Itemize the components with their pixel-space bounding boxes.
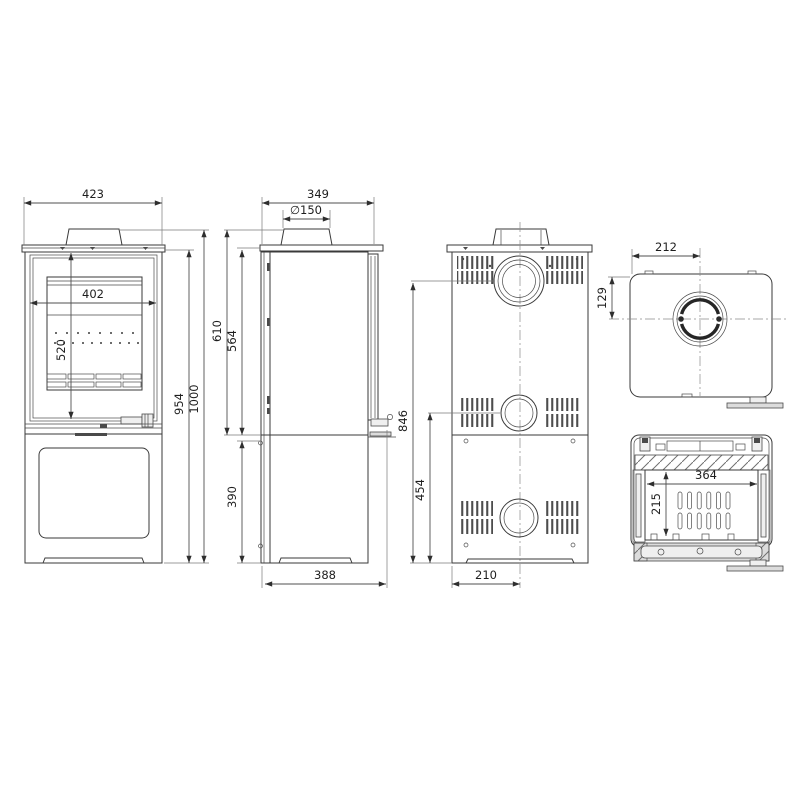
dim-front-door-height: 520 <box>54 252 74 420</box>
dim-label-520: 520 <box>54 339 68 361</box>
dim-label-129: 129 <box>595 287 609 309</box>
base-panel <box>38 447 150 539</box>
dim-top-flue-from-left: 212 <box>631 240 701 259</box>
dim-label-564: 564 <box>225 330 239 352</box>
side-view <box>258 228 396 564</box>
stove-body <box>24 251 163 564</box>
door-frame <box>29 254 158 422</box>
dim-label-1000: 1000 <box>187 384 201 413</box>
dim-side-overall-depth: 388 <box>264 568 387 587</box>
base-outlet <box>499 498 539 538</box>
dim-side-stove-height: 564 <box>225 249 245 436</box>
dim-label-423: 423 <box>82 187 104 201</box>
plinth-recess-back <box>465 558 575 564</box>
dim-label-846: 846 <box>396 410 410 432</box>
dim-label-388: 388 <box>314 568 336 582</box>
top-outline <box>629 273 773 398</box>
firebox-floor <box>644 469 759 541</box>
vent-grille <box>457 256 494 269</box>
dim-back-flue-centre-offset: 210 <box>451 568 521 587</box>
glass-panel <box>46 276 143 391</box>
front-view <box>21 228 166 564</box>
door-handle-side <box>368 414 396 438</box>
plinth-recess-side <box>278 557 353 564</box>
dim-top-flue-from-back: 129 <box>595 276 615 320</box>
dim-label-flue-diameter: ∅150 <box>290 203 322 217</box>
dim-label-212: 212 <box>655 240 677 254</box>
dim-front-glass-width: 402 <box>29 287 157 306</box>
dim-front-total-height: 1000 <box>187 229 207 564</box>
door-handle-top <box>726 396 784 409</box>
dim-label-954: 954 <box>172 393 186 415</box>
dim-front-body-height: 954 <box>172 249 192 564</box>
screw <box>463 438 469 444</box>
door-vent-grille <box>46 373 142 388</box>
dim-label-454: 454 <box>413 479 427 501</box>
dim-side-height-to-collar: 610 <box>210 229 230 436</box>
dim-label-390: 390 <box>225 486 239 508</box>
bottom-view <box>630 434 784 572</box>
door-handle-bottom <box>726 559 784 572</box>
dim-label-349: 349 <box>307 187 329 201</box>
stove-body-back <box>451 251 589 564</box>
dimensions: 423 402 520 954 1000 349 ∅150 610 <box>23 187 758 587</box>
plinth-recess <box>42 557 145 564</box>
dim-flue-diameter: ∅150 <box>282 203 331 222</box>
dim-side-top-depth: 349 <box>261 187 375 206</box>
dim-side-base-height: 390 <box>225 440 245 564</box>
rear-flue-outlet-lower <box>500 394 538 432</box>
door-latch <box>120 413 154 428</box>
dim-bottom-opening-depth: 215 <box>649 471 669 537</box>
air-holes <box>54 332 139 344</box>
bottom-bar <box>633 542 770 562</box>
dim-label-402: 402 <box>82 287 104 301</box>
grate-slots <box>677 491 731 530</box>
dim-label-364: 364 <box>695 468 717 482</box>
mounting-tabs <box>639 436 763 452</box>
dim-label-210: 210 <box>475 568 497 582</box>
dim-front-overall-width: 423 <box>23 187 163 206</box>
flue-opening-top <box>672 291 728 347</box>
top-view <box>609 248 786 409</box>
dim-back-lower-outlet-height: 454 <box>413 412 433 564</box>
dim-label-215: 215 <box>649 493 663 515</box>
dim-label-610: 610 <box>210 320 224 342</box>
dim-back-flue-centre-height: 846 <box>396 282 416 564</box>
